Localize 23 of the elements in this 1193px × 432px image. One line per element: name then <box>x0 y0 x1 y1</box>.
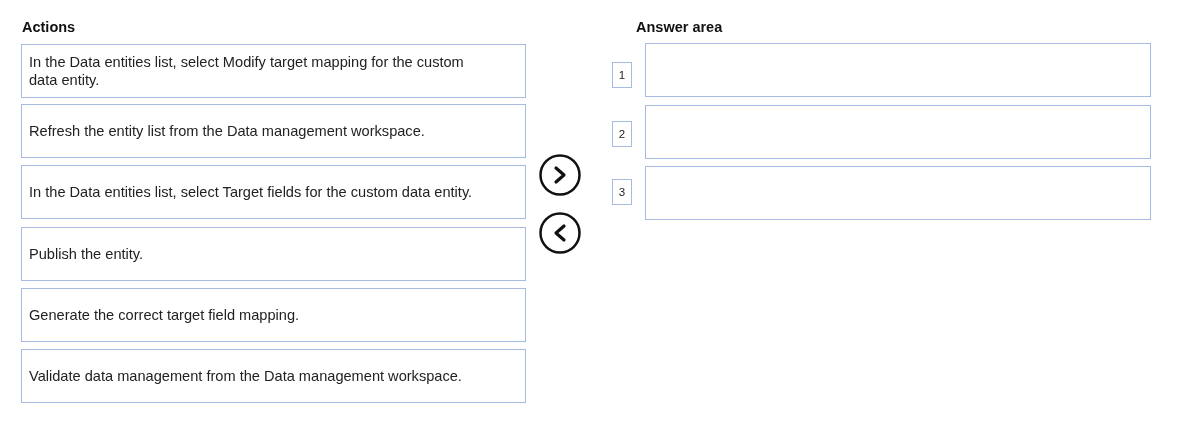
number-tile <box>612 62 632 88</box>
answer-box <box>645 105 1151 159</box>
action-card <box>21 349 526 403</box>
answer-box <box>645 166 1151 220</box>
action-card <box>21 44 526 98</box>
answer-box <box>645 43 1151 97</box>
action-card <box>21 104 526 158</box>
action-text: Publish the entity. <box>29 245 144 263</box>
action-text: In the Data entities list, select Modify target mapping for the custom data entity. <box>29 53 465 89</box>
step-number: 3 <box>618 185 626 199</box>
action-card <box>21 165 526 219</box>
action-text: Refresh the entity list from the Data management workspace. <box>29 122 425 140</box>
action-text: In the Data entities list, select Target fields for the custom data entity. <box>29 183 473 201</box>
action-text: Validate data management from the Data management workspace. <box>29 367 462 385</box>
number-tile <box>612 179 632 205</box>
number-tile <box>612 121 632 147</box>
step-number: 1 <box>618 68 626 82</box>
section-heading: Answer area <box>636 19 723 36</box>
step-number: 2 <box>618 127 626 141</box>
action-card <box>21 288 526 342</box>
action-text: Generate the correct target field mapping. <box>29 306 300 324</box>
action-card <box>21 227 526 281</box>
section-heading: Actions <box>22 19 76 36</box>
